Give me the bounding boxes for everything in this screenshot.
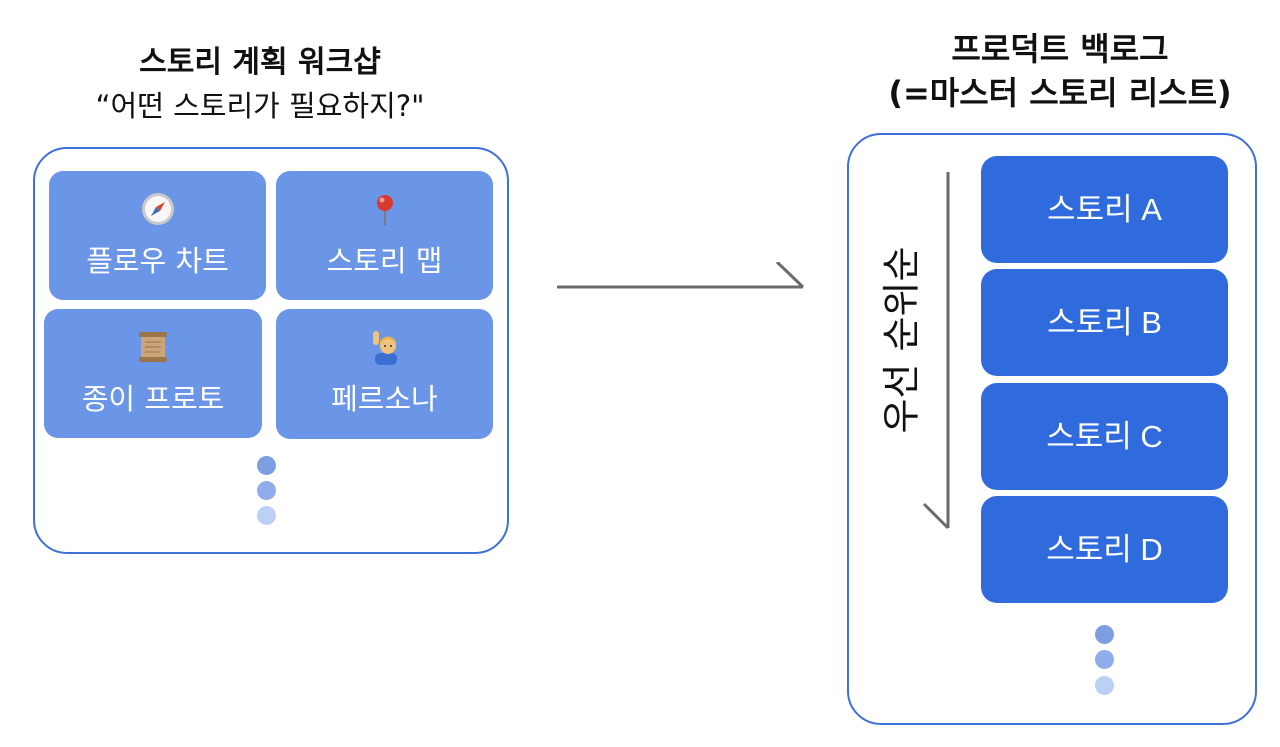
card-label: 페르소나 [331,382,438,416]
card-persona[interactable]: 페르소나 [276,309,493,439]
more-dot [257,506,276,525]
person-raising-hand-icon [276,329,493,365]
card-flow-chart[interactable]: 플로우 차트 [49,171,266,300]
priority-arrow [922,172,950,530]
card-label: 스토리 맵 [326,244,443,278]
more-dot [1095,650,1114,669]
priority-label: 우선 순위순 [858,235,938,445]
priority-label-text: 우선 순위순 [879,246,924,434]
story-a[interactable]: 스토리 A [981,156,1228,263]
story-d[interactable]: 스토리 D [981,496,1228,603]
flow-arrow [557,262,805,289]
more-dot [1095,676,1114,695]
more-dot [257,481,276,500]
story-c[interactable]: 스토리 C [981,383,1228,490]
more-dot [1095,625,1114,644]
pushpin-icon [276,191,493,225]
workshop-title: 스토리 계획 워크샵 [139,45,381,80]
more-dot [257,456,276,475]
scroll-icon [44,329,262,362]
backlog-title: 프로덕트 백로그 [951,30,1169,68]
card-label: 플로우 차트 [86,244,229,278]
workshop-subtitle: “어떤 스토리가 필요하지?" [95,89,425,123]
card-paper-prototype[interactable]: 종이 프로토 [44,309,262,438]
compass-icon [49,191,266,225]
backlog-subtitle: (=마스터 스토리 리스트) [888,74,1232,112]
card-label: 종이 프로토 [81,382,225,416]
card-story-map[interactable]: 스토리 맵 [276,171,493,300]
story-b[interactable]: 스토리 B [981,269,1228,376]
